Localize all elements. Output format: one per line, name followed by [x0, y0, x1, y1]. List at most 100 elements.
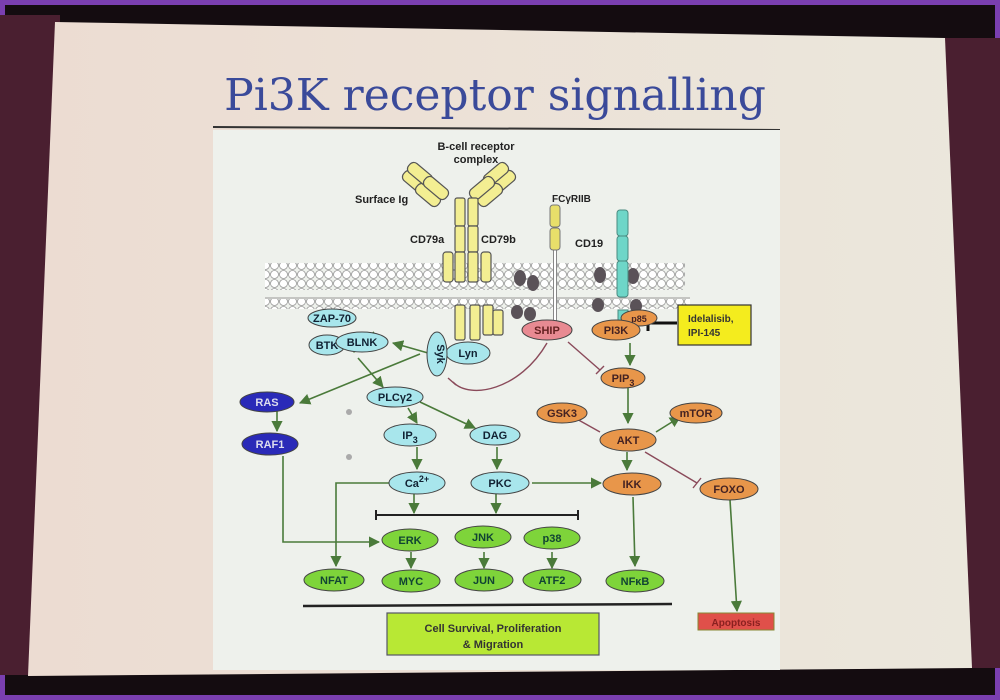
node-pkc-shape	[470, 471, 530, 495]
node-mtor-label: mTOR	[680, 408, 713, 420]
fcgr-receptor	[549, 204, 561, 322]
node-ship: SHIP	[521, 319, 573, 341]
node-zap70: ZAP-70	[307, 308, 357, 328]
node-ikk-label: IKK	[623, 479, 642, 491]
node-nfat-label: NFAT	[320, 575, 348, 587]
node-pkc-label: PKC	[488, 478, 511, 490]
node-gsk3-shape	[536, 402, 588, 424]
node-erk-shape	[381, 528, 439, 552]
node-foxo-shape	[699, 477, 759, 501]
node-syk: Syk	[426, 331, 448, 377]
node-erk: ERK	[381, 528, 439, 552]
node-lyn: Lyn	[445, 341, 491, 365]
node-blnk-label: BLNK	[347, 337, 378, 349]
node-pip3: PIP3	[600, 367, 646, 389]
dot	[346, 454, 352, 460]
node-raf1-label: RAF1	[256, 439, 285, 451]
node-nfkb-label: NFκB	[621, 576, 650, 588]
node-erk-label: ERK	[398, 535, 421, 547]
dot	[346, 409, 352, 415]
fcgr-label: FCγRIIB	[552, 194, 591, 205]
node-foxo: FOXO	[699, 477, 759, 501]
inhibitor-label-1: Idelalisib,	[688, 314, 734, 325]
inhibitor-label-2: IPI-145	[688, 328, 721, 339]
pathway-edges	[271, 331, 742, 613]
node-myc-shape	[381, 569, 441, 593]
node-akt-label: AKT	[617, 435, 640, 447]
bottom-separator	[302, 602, 673, 608]
node-jnk-label: JNK	[472, 532, 494, 544]
title-underline	[212, 126, 781, 131]
node-akt-shape	[599, 428, 657, 452]
node-ship-label: SHIP	[534, 325, 560, 337]
node-jnk-shape	[454, 525, 512, 549]
node-nfat: NFAT	[303, 568, 365, 592]
node-akt: AKT	[599, 428, 657, 452]
node-pi3k: PI3K	[591, 319, 641, 341]
inhibitor-box	[677, 304, 752, 346]
node-jun: JUN	[454, 568, 514, 592]
node-raf1: RAF1	[241, 432, 299, 456]
node-mtor: mTOR	[669, 402, 723, 424]
node-ca: Ca2+	[388, 471, 446, 495]
node-atf2-shape	[522, 568, 582, 592]
node-ip3-shape	[383, 423, 437, 447]
node-nfat-shape	[303, 568, 365, 592]
apoptosis-box	[697, 612, 775, 631]
node-dag-label: DAG	[483, 430, 507, 442]
node-atf2-label: ATF2	[539, 575, 566, 587]
node-pkc: PKC	[470, 471, 530, 495]
node-zap70-shape	[307, 308, 357, 328]
node-syk-label: Syk	[434, 344, 446, 364]
node-jun-shape	[454, 568, 514, 592]
node-blnk: BLNK	[335, 331, 389, 353]
slide-title: Pi3K receptor signalling	[224, 70, 766, 121]
apoptosis-label: Apoptosis	[712, 618, 761, 629]
node-ikk-shape	[602, 472, 662, 496]
node-plcg2-shape	[366, 386, 424, 408]
node-ship-shape	[521, 319, 573, 341]
inhibition-edges	[447, 341, 702, 489]
node-myc-label: MYC	[399, 576, 424, 588]
node-ca-label: Ca2+	[405, 474, 429, 490]
node-plcg2: PLCγ2	[366, 386, 424, 408]
outcome-box	[386, 612, 600, 656]
outcome-label-1: Cell Survival, Proliferation	[425, 623, 562, 635]
surface-ig-label: Surface Ig	[355, 194, 408, 206]
node-zap70-label: ZAP-70	[313, 313, 351, 325]
node-pi3k-label: PI3K	[604, 325, 629, 337]
node-gsk3: GSK3	[536, 402, 588, 424]
node-raf1-shape	[241, 432, 299, 456]
node-ras: RAS	[239, 391, 295, 413]
outcome-label-2: & Migration	[463, 639, 524, 651]
node-plcg2-label: PLCγ2	[378, 392, 412, 404]
node-p38: p38	[523, 526, 581, 550]
node-gsk3-label: GSK3	[547, 408, 577, 420]
node-mtor-shape	[669, 402, 723, 424]
node-p85-label: p85	[631, 314, 647, 324]
node-dag: DAG	[469, 424, 521, 446]
node-atf2: ATF2	[522, 568, 582, 592]
node-pip3-label: PIP3	[612, 373, 635, 388]
node-ip3: IP3	[383, 423, 437, 447]
cd79a-label: CD79a	[410, 234, 445, 246]
node-foxo-label: FOXO	[713, 484, 745, 496]
node-ras-shape	[239, 391, 295, 413]
node-nfkb-shape	[605, 569, 665, 593]
bcr-label: B-cell receptor	[437, 141, 515, 153]
b-cell-receptor-complex	[401, 161, 517, 341]
node-lyn-label: Lyn	[458, 348, 477, 360]
node-btk-label: BTK	[316, 340, 339, 352]
node-p38-label: p38	[543, 533, 562, 545]
node-ras-label: RAS	[255, 397, 278, 409]
node-ikk: IKK	[602, 472, 662, 496]
node-jnk: JNK	[454, 525, 512, 549]
node-blnk-shape	[335, 331, 389, 353]
node-nfkb: NFκB	[605, 569, 665, 593]
node-jun-label: JUN	[473, 575, 495, 587]
bcr-label-2: complex	[454, 154, 500, 166]
cd79b-label: CD79b	[481, 234, 516, 246]
node-ip3-label: IP3	[402, 430, 417, 445]
node-p38-shape	[523, 526, 581, 550]
